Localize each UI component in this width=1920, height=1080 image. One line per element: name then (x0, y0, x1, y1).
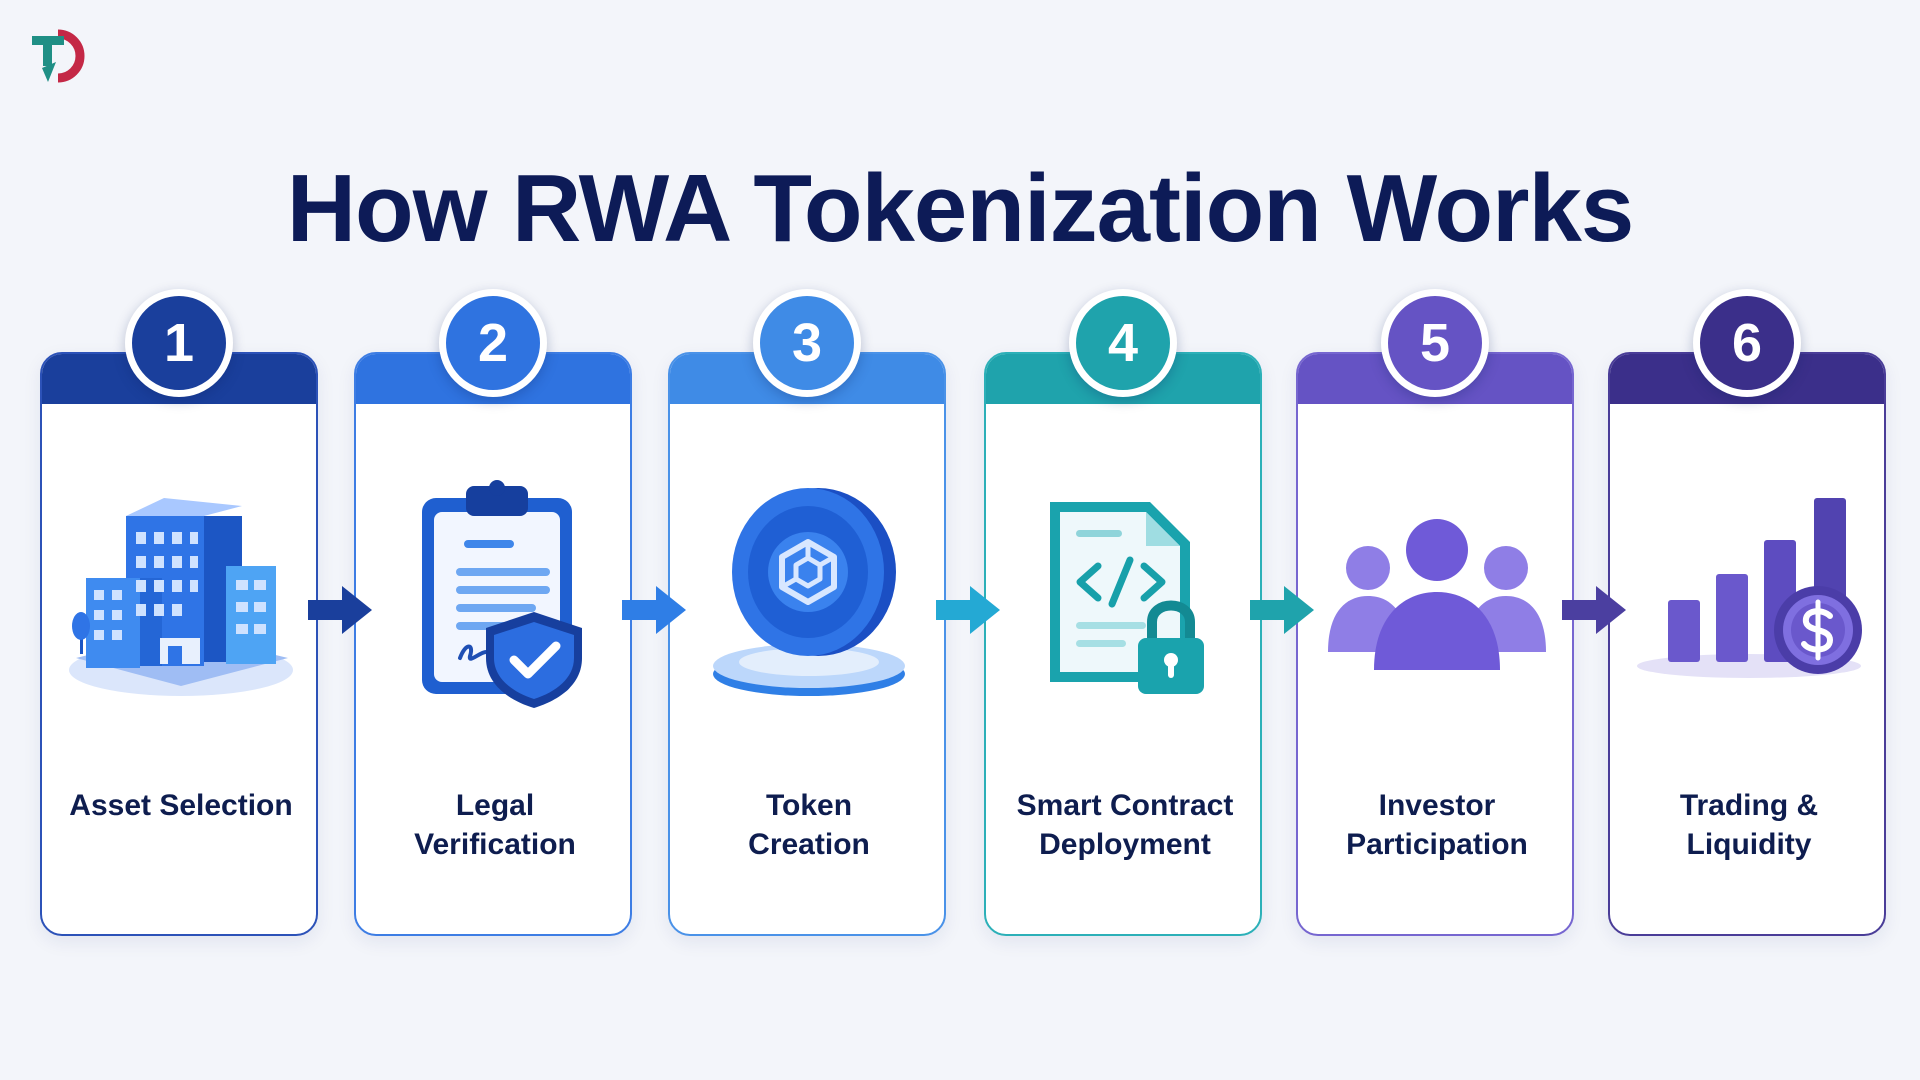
page-title: How RWA Tokenization Works (286, 155, 1635, 263)
step-number-badge: 4 (1069, 289, 1177, 397)
flow-arrow-icon (1558, 582, 1630, 638)
step-label: Trading & Liquidity (1618, 786, 1880, 864)
step-number-badge: 5 (1381, 289, 1489, 397)
step-label: Legal Verification (364, 786, 626, 864)
tc-logo-icon (32, 29, 85, 83)
flow-arrow-icon (932, 582, 1004, 638)
office-buildings-icon (56, 462, 306, 712)
step-label-line: Deployment (1039, 828, 1211, 861)
step-label-line: Creation (748, 828, 870, 861)
bar-chart-dollar-icon (1624, 462, 1874, 712)
flow-arrow-icon (618, 582, 690, 638)
step-label: Asset Selection (50, 786, 312, 825)
brand-logo (28, 26, 88, 86)
step-label: Token Creation (678, 786, 940, 864)
step-label-line: Token (765, 789, 853, 822)
step-card-trading-liquidity: Trading & Liquidity (1608, 352, 1886, 936)
step-label-line: Participation (1346, 828, 1528, 861)
token-coin-icon (684, 462, 934, 712)
step-number-badge: 1 (125, 289, 233, 397)
step-label: Smart Contract Deployment (994, 786, 1256, 864)
flow-arrow-icon (1246, 582, 1318, 638)
step-label-line: Smart Contract (1016, 789, 1234, 822)
step-number-badge: 3 (753, 289, 861, 397)
step-label-line: Trading & (1679, 789, 1819, 822)
code-document-lock-icon (1000, 462, 1250, 712)
step-card-asset-selection: Asset Selection (40, 352, 318, 936)
flow-arrow-icon (304, 582, 376, 638)
step-card-smart-contract-deployment: Smart Contract Deployment (984, 352, 1262, 936)
step-card-token-creation: Token Creation (668, 352, 946, 936)
step-label-line: Legal (455, 789, 535, 822)
step-label-line: Investor (1378, 789, 1496, 822)
step-number-badge: 6 (1693, 289, 1801, 397)
step-card-investor-participation: Investor Participation (1296, 352, 1574, 936)
step-label-line: Asset Selection (69, 789, 293, 822)
step-label-line: Liquidity (1686, 828, 1812, 861)
step-card-legal-verification: Legal Verification (354, 352, 632, 936)
step-number-badge: 2 (439, 289, 547, 397)
people-group-icon (1312, 462, 1562, 712)
clipboard-shield-icon (370, 462, 620, 712)
step-label-line: Verification (414, 828, 576, 861)
step-label: Investor Participation (1306, 786, 1568, 864)
